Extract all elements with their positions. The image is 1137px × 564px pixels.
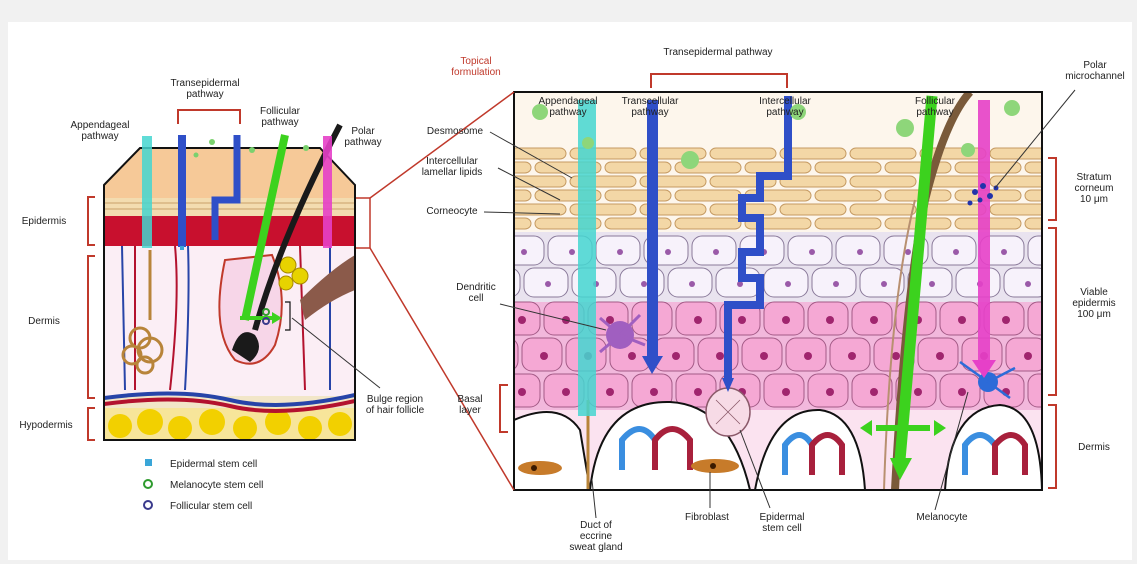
cell-nucleus — [929, 281, 935, 287]
cell-nucleus — [1001, 249, 1007, 255]
label-epidermis: Epidermis — [22, 216, 66, 227]
cell-nucleus — [540, 352, 548, 360]
cell-nucleus — [870, 388, 878, 396]
cell-nucleus — [606, 388, 614, 396]
cell-nucleus — [694, 316, 702, 324]
cell-nucleus — [958, 388, 966, 396]
legend-label: Epidermal stem cell — [170, 459, 257, 470]
label-dermis-left: Dermis — [28, 316, 60, 327]
legend-label: Follicular stem cell — [170, 501, 252, 512]
tissue-cell — [885, 162, 951, 173]
label-stratum-corneum: Stratumcorneum10 μm — [1075, 172, 1114, 205]
cell-nucleus — [569, 249, 575, 255]
cell-nucleus — [958, 316, 966, 324]
cell-nucleus — [689, 281, 695, 287]
cell-nucleus — [826, 388, 834, 396]
tissue-cell — [850, 176, 916, 187]
cell-nucleus — [936, 352, 944, 360]
tissue-cell — [710, 148, 776, 159]
cell-nucleus — [1002, 316, 1010, 324]
cell-nucleus — [716, 352, 724, 360]
tissue-cell — [745, 162, 811, 173]
cell-nucleus — [1024, 352, 1032, 360]
tissue-cell — [605, 218, 671, 229]
tissue-cell — [675, 218, 741, 229]
tissue-cell — [815, 190, 881, 201]
cell-nucleus — [672, 352, 680, 360]
cell-nucleus — [738, 316, 746, 324]
label-basal-layer: Basallayer — [457, 394, 482, 416]
cell-nucleus — [870, 316, 878, 324]
cell-nucleus — [848, 352, 856, 360]
cell-nucleus — [562, 388, 570, 396]
tissue-cell — [605, 162, 671, 173]
cell-nucleus — [641, 281, 647, 287]
cell-nucleus — [665, 249, 671, 255]
tissue-cell — [605, 190, 671, 201]
label-hypodermis: Hypodermis — [19, 420, 72, 431]
tissue-cell — [815, 218, 881, 229]
cell-nucleus — [782, 316, 790, 324]
cell-nucleus — [1025, 281, 1031, 287]
cell-nucleus — [905, 249, 911, 255]
cell-nucleus — [826, 316, 834, 324]
legend-label: Melanocyte stem cell — [170, 480, 263, 491]
left-skin-section — [104, 125, 355, 440]
tissue-cell — [850, 148, 916, 159]
cell-nucleus — [650, 388, 658, 396]
cell-nucleus — [785, 281, 791, 287]
cell-nucleus — [760, 352, 768, 360]
label-epidermal-stem-cell: Epidermalstem cell — [759, 512, 804, 534]
legend-marker — [145, 459, 152, 466]
tissue-cell — [920, 204, 986, 215]
cell-nucleus — [518, 316, 526, 324]
tissue-cell — [850, 204, 916, 215]
cell-nucleus — [694, 388, 702, 396]
cell-nucleus — [628, 352, 636, 360]
cell-nucleus — [914, 388, 922, 396]
right-skin-section — [465, 92, 1096, 490]
label-melanocyte: Melanocyte — [916, 512, 968, 523]
cell-nucleus — [545, 281, 551, 287]
cell-nucleus — [617, 249, 623, 255]
label-right-transepidermal: Transepidermal pathway — [663, 47, 772, 58]
cell-nucleus — [713, 249, 719, 255]
tissue-cell — [780, 204, 846, 215]
cell-nucleus — [953, 249, 959, 255]
label-dermis-right: Dermis — [1078, 442, 1110, 453]
cell-nucleus — [782, 388, 790, 396]
tissue-cell — [815, 162, 881, 173]
label-corneocyte: Corneocyte — [426, 206, 478, 217]
cell-nucleus — [881, 281, 887, 287]
cell-nucleus — [518, 388, 526, 396]
cell-nucleus — [833, 281, 839, 287]
tissue-cell — [675, 190, 741, 201]
cell-nucleus — [892, 352, 900, 360]
cell-nucleus — [521, 249, 527, 255]
cell-nucleus — [809, 249, 815, 255]
cell-nucleus — [857, 249, 863, 255]
label-desmosome: Desmosome — [427, 126, 484, 137]
label-fibroblast: Fibroblast — [685, 512, 729, 523]
cell-nucleus — [804, 352, 812, 360]
